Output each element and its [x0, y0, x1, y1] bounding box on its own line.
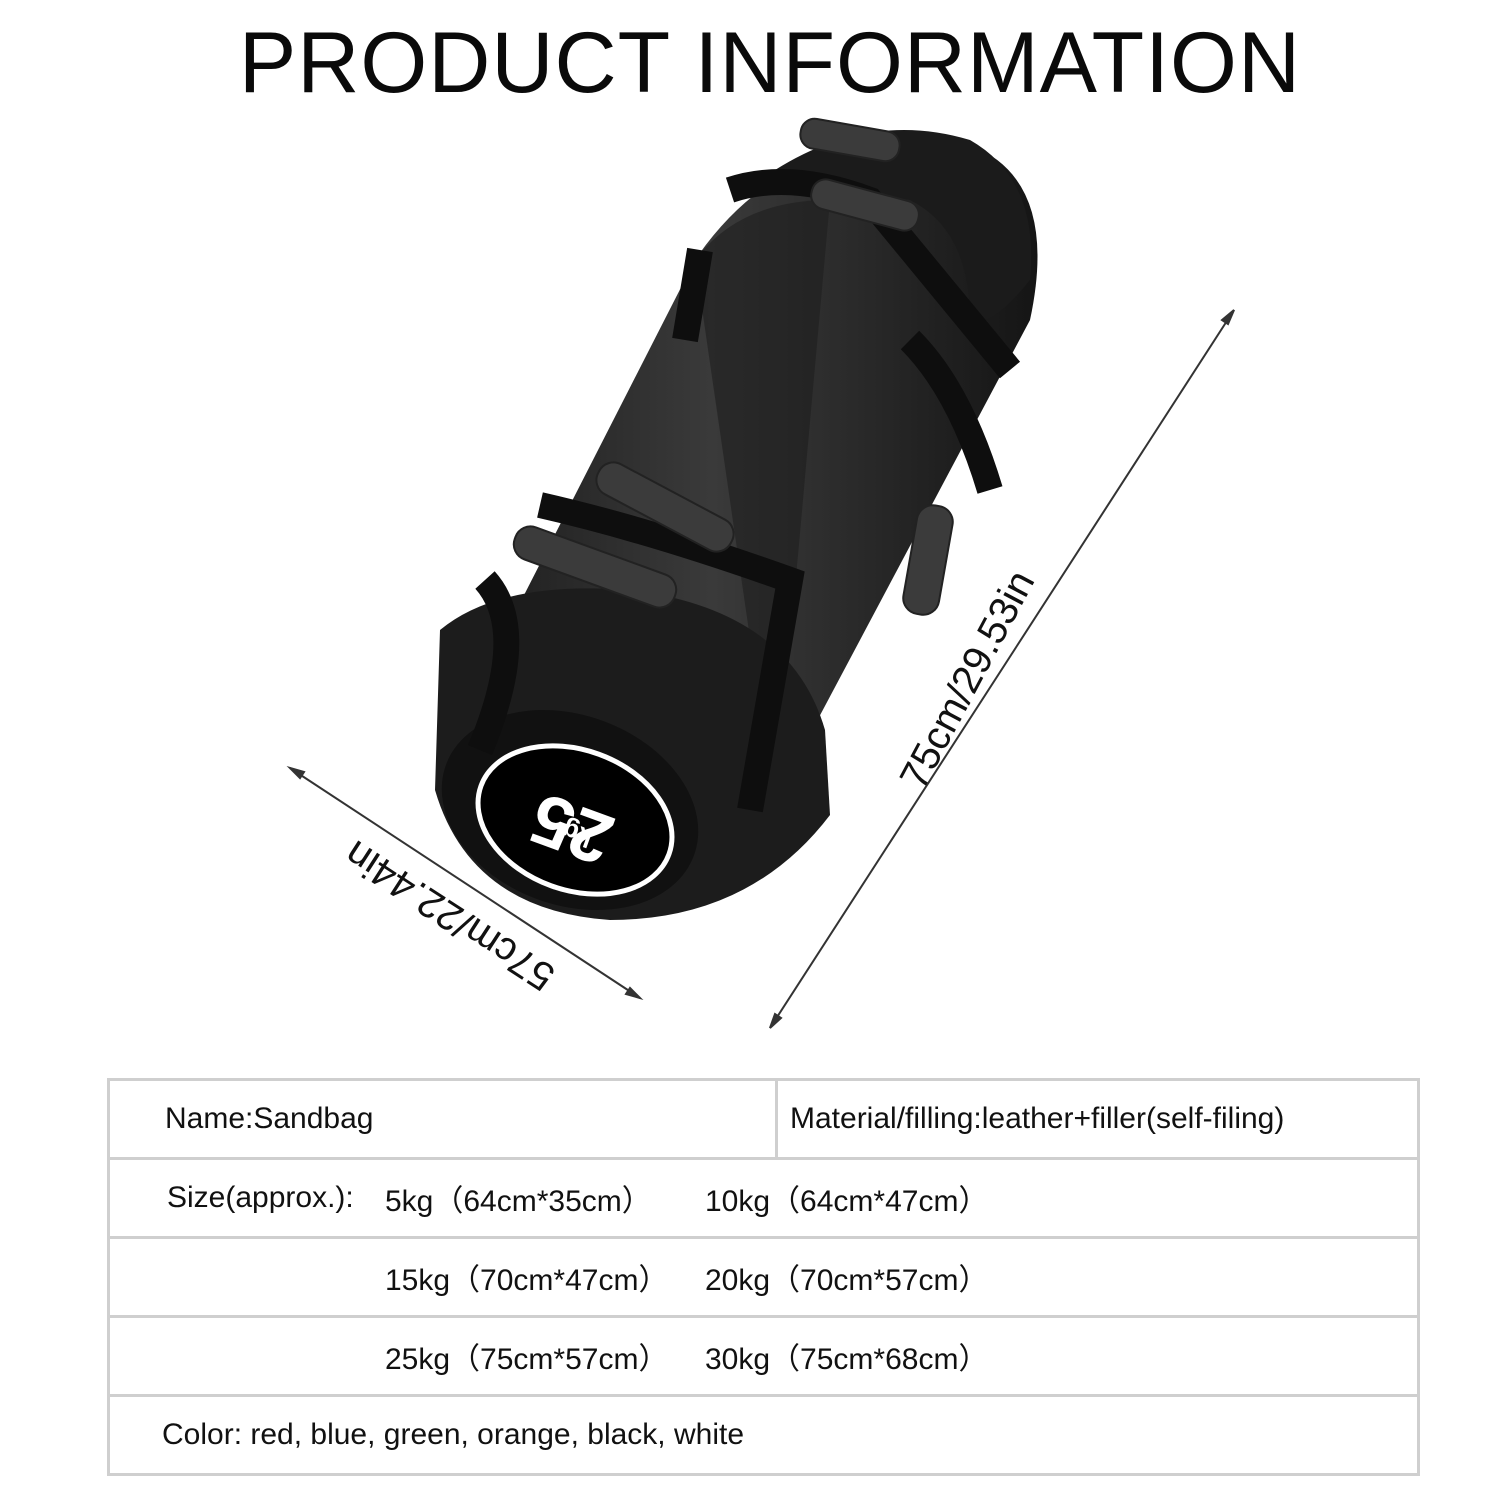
- spec-material: Material/filling:leather+filler(self-fil…: [775, 1078, 1420, 1160]
- table-row: 25kg（75cm*57cm） 30kg（75cm*68cm）: [107, 1315, 1420, 1397]
- size-option: 15kg（70cm*47cm）: [385, 1264, 669, 1297]
- handles: [512, 117, 954, 616]
- spec-size-label: Size(approx.):: [167, 1181, 354, 1214]
- sandbag-illustration: 25 kg: [286, 117, 1235, 1029]
- size-option: 10kg（64cm*47cm）: [705, 1185, 989, 1218]
- spec-color: Color: red, blue, green, orange, black, …: [107, 1394, 1420, 1476]
- size-option: 5kg（64cm*35cm）: [385, 1185, 652, 1218]
- size-option: 25kg（75cm*57cm）: [385, 1343, 669, 1376]
- table-row: Name:Sandbag Material/filling:leather+fi…: [107, 1078, 1420, 1160]
- spec-name: Name:Sandbag: [107, 1078, 778, 1160]
- table-row: 15kg（70cm*47cm） 20kg（70cm*57cm）: [107, 1236, 1420, 1318]
- spec-table: Name:Sandbag Material/filling:leather+fi…: [107, 1078, 1420, 1476]
- sandbag-body: [435, 130, 1038, 920]
- width-dimension-arrow: [286, 765, 644, 1001]
- size-option: 30kg（75cm*68cm）: [705, 1343, 989, 1376]
- table-row: Color: red, blue, green, orange, black, …: [107, 1394, 1420, 1476]
- table-row: Size(approx.): 5kg（64cm*35cm） 10kg（64cm*…: [107, 1157, 1420, 1239]
- size-option: 20kg（70cm*57cm）: [705, 1264, 989, 1297]
- length-dimension-arrow: [769, 309, 1235, 1029]
- page-title: PRODUCT INFORMATION: [238, 15, 1302, 111]
- weight-badge: 25 kg: [475, 743, 675, 897]
